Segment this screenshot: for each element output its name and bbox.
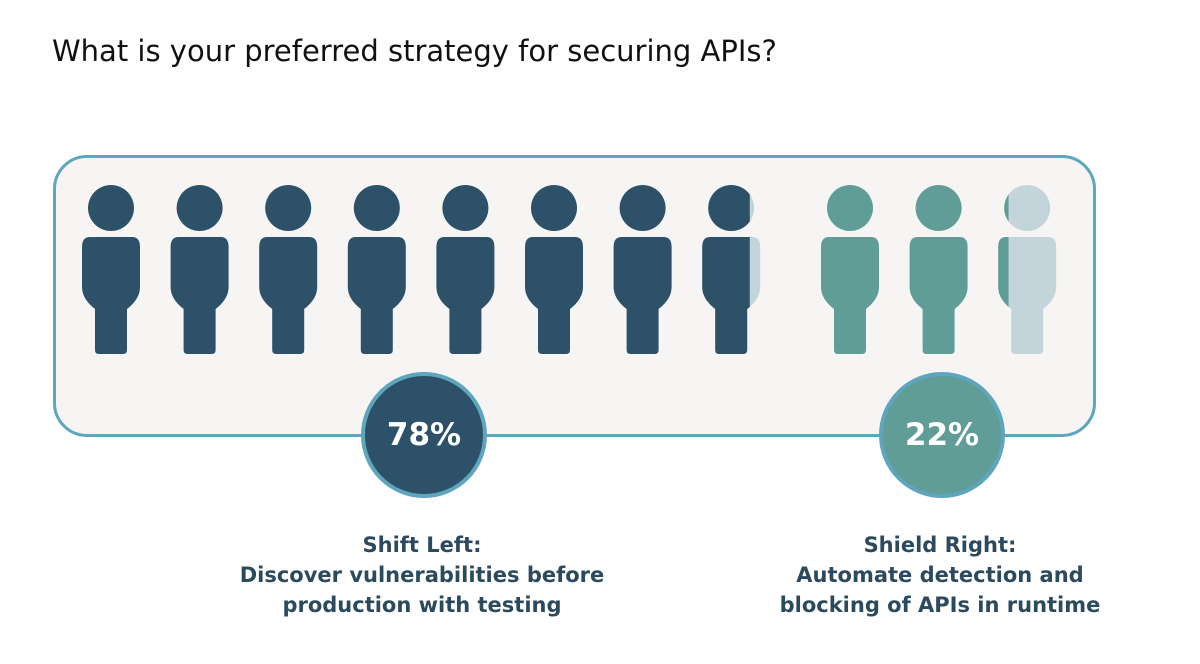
shield-right-person-icon <box>821 185 879 354</box>
shift-left-caption-line-2: Discover vulnerabilities before <box>239 563 605 587</box>
person-body <box>998 237 1057 354</box>
person-body <box>702 237 750 354</box>
person-head <box>915 185 962 231</box>
shift-left-caption-line-3: production with testing <box>282 593 562 617</box>
person-head <box>619 185 666 231</box>
person-body <box>613 237 672 354</box>
person-body <box>998 237 1009 307</box>
shift-left-caption: Shift Left: Discover vulnerabilities bef… <box>202 530 642 620</box>
person-body <box>821 237 879 354</box>
person-head <box>1004 194 1009 222</box>
shift-left-person-icon <box>170 185 229 354</box>
person-head <box>1004 185 1051 231</box>
shield-right-caption-line-2: Automate detection and <box>796 563 1084 587</box>
shift-left-person-icon <box>347 185 406 354</box>
person-head <box>531 185 577 231</box>
person-head <box>353 185 400 231</box>
person-head <box>176 185 223 231</box>
person-head <box>88 185 134 231</box>
person-body <box>525 237 583 354</box>
person-body <box>259 237 318 354</box>
shift-left-person-icon <box>259 185 318 354</box>
person-body <box>436 237 495 354</box>
person-body <box>170 237 229 354</box>
shift-left-person-icon-partial <box>702 185 750 354</box>
chart-title: What is your preferred strategy for secu… <box>52 34 777 68</box>
shift-left-percent-badge: 78% <box>361 372 487 498</box>
person-body <box>909 237 968 354</box>
person-head <box>442 185 489 231</box>
shield-right-percent-badge: 22% <box>879 372 1005 498</box>
shield-right-caption-line-1: Shield Right: <box>863 533 1017 557</box>
shift-left-person-icon <box>436 185 495 354</box>
person-head <box>708 185 750 231</box>
person-body <box>82 237 140 354</box>
shift-left-person-icon <box>613 185 672 354</box>
person-head <box>827 185 873 231</box>
shield-right-person-icon <box>909 185 968 354</box>
person-head <box>265 185 312 231</box>
shield-right-person-icon-remainder <box>998 185 1057 354</box>
shift-left-caption-line-1: Shift Left: <box>362 533 482 557</box>
shift-left-person-icon <box>82 185 140 354</box>
shift-left-person-icon <box>525 185 583 354</box>
person-body <box>347 237 406 354</box>
shield-right-caption: Shield Right: Automate detection and blo… <box>720 530 1160 620</box>
shield-right-caption-line-3: blocking of APIs in runtime <box>779 593 1101 617</box>
shield-right-person-icon-partial <box>998 194 1009 307</box>
